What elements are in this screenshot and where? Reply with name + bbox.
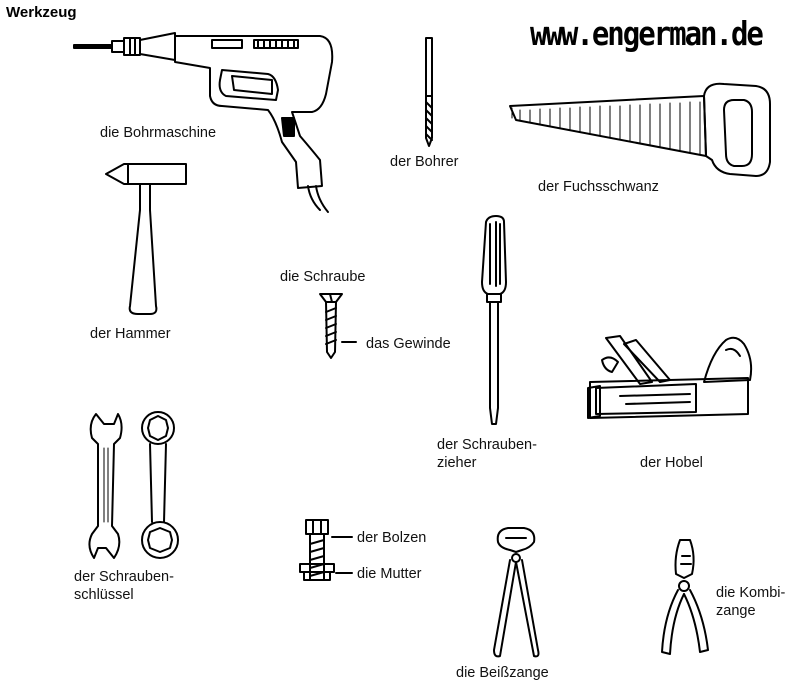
wrench-icon [88,411,179,559]
label-kombizange-1: die Kombi- [716,585,786,601]
screwdriver-icon [481,215,507,425]
pincers-icon [493,527,540,658]
website-watermark: www.engerman.de [530,14,764,54]
label-mutter: die Mutter [357,566,422,582]
screw-icon [319,293,357,359]
drill-icon [73,32,334,213]
label-fuchsschwanz: der Fuchsschwanz [538,179,659,195]
label-beisszange: die Beißzange [456,665,549,681]
label-gewinde: das Gewinde [366,336,451,352]
drill-bit-icon [425,37,433,147]
label-kombizange-2: zange [716,603,756,619]
page-title: Werkzeug [6,4,77,21]
label-schraubenzieher-2: zieher [437,455,477,471]
label-schraube: die Schraube [280,269,366,285]
label-schraubenschluessel-1: der Schrauben- [74,569,174,585]
bolt-icon [299,519,353,581]
label-hammer: der Hammer [90,326,171,342]
label-schraubenschluessel-2: schlüssel [74,587,134,603]
plane-icon [587,335,753,419]
label-hobel: der Hobel [640,455,703,471]
label-bohrmaschine: die Bohrmaschine [100,125,217,141]
handsaw-icon [509,82,771,177]
label-schraubenzieher-1: der Schrauben- [437,437,537,453]
label-bohrer: der Bohrer [390,154,459,170]
label-bolzen: der Bolzen [357,530,427,546]
pliers-icon [661,539,709,655]
hammer-icon [105,163,187,315]
